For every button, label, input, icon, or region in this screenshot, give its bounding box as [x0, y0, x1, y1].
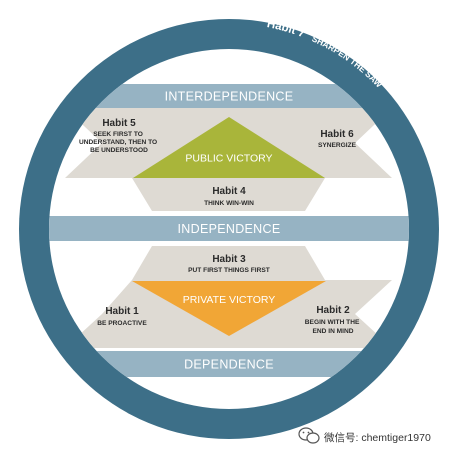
habit2-line-2: END IN MIND [312, 328, 353, 335]
public-victory-label: PUBLIC VICTORY [185, 153, 272, 165]
habit1-title: Habit 1 [105, 306, 139, 317]
habit1-text: BE PROACTIVE [97, 320, 147, 327]
habit2-line-1: BEGIN WITH THE [305, 319, 360, 326]
habit3-title: Habit 3 [212, 254, 246, 265]
watermark-text: 微信号: chemtiger1970 [324, 431, 431, 444]
habit5-line-3: BE UNDERSTOOD [90, 147, 148, 154]
private-victory-triangle [132, 281, 326, 336]
habit4-title: Habit 4 [212, 186, 246, 197]
dependence-label: DEPENDENCE [184, 358, 274, 372]
interdependence-label: INTERDEPENDENCE [165, 90, 294, 104]
independence-label: INDEPENDENCE [178, 222, 281, 236]
habit5-title: Habit 5 [102, 118, 136, 129]
habit6-text: SYNERGIZE [318, 142, 357, 149]
habit5-line-1: SEEK FIRST TO [93, 131, 143, 138]
habit5-line-2: UNDERSTAND, THEN TO [79, 139, 157, 146]
habit2-title: Habit 2 [316, 305, 350, 316]
habit4-text: THINK WIN-WIN [204, 200, 254, 207]
habit3-text: PUT FIRST THINGS FIRST [188, 267, 270, 274]
habit5-text: SEEK FIRST TO UNDERSTAND, THEN TO BE UND… [79, 131, 159, 154]
habit6-title: Habit 6 [320, 129, 354, 140]
public-victory-triangle [133, 117, 325, 178]
independence-band [49, 216, 409, 241]
watermark: 微信号: chemtiger1970 [298, 427, 431, 444]
habit2-text: BEGIN WITH THE END IN MIND [305, 319, 361, 335]
private-victory-label: PRIVATE VICTORY [183, 294, 276, 306]
wechat-icon [298, 427, 320, 444]
